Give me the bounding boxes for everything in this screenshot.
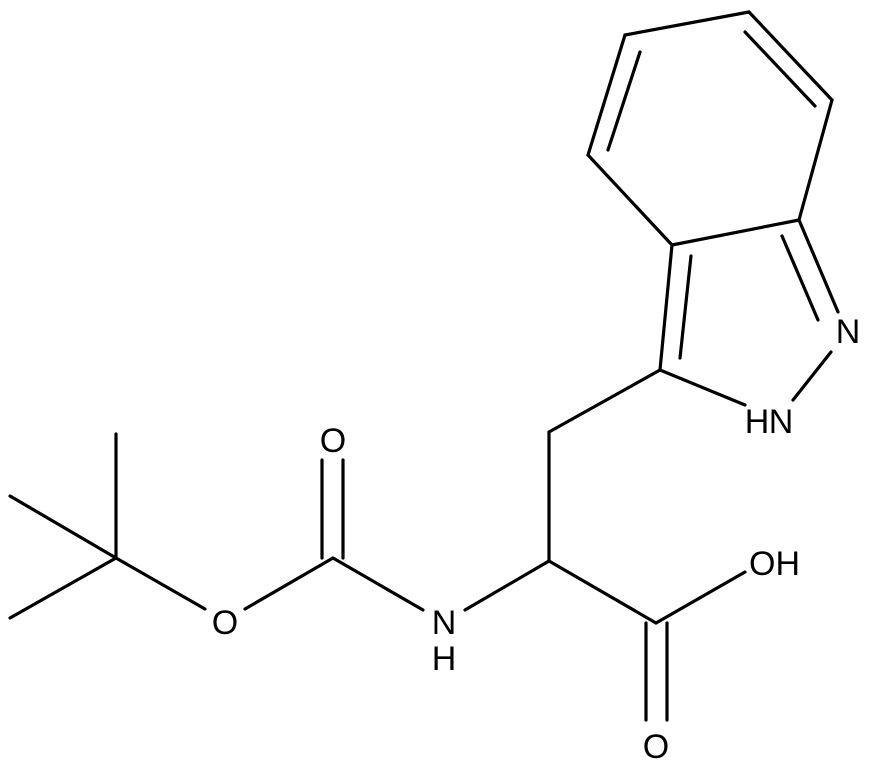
bond-carbonyl-c-to-n bbox=[331, 556, 425, 612]
bond-c5-to-c6 bbox=[623, 10, 751, 37]
bond-nh-to-n bbox=[791, 350, 833, 402]
bond-ester-o-to-carbonyl-c bbox=[243, 556, 335, 611]
bond-acid-c-to-oh bbox=[654, 570, 747, 625]
bond-alpha-c-to-acid-c bbox=[547, 559, 658, 625]
pyrazole-nh-nitrogen-label: N bbox=[769, 403, 794, 441]
bond-ch2-to-c3 bbox=[547, 368, 662, 434]
bond-c6-c7-inner bbox=[743, 30, 817, 108]
bond-c4-to-c5 bbox=[586, 33, 627, 157]
pyrazole-nh-hydrogen-label: H bbox=[745, 403, 770, 441]
bond-tbu-to-ester-o bbox=[114, 556, 207, 611]
bond-tbu-upper-left bbox=[8, 494, 118, 560]
bond-tbu-lower-left bbox=[8, 556, 118, 620]
acid-hydroxyl-label: OH bbox=[749, 545, 800, 583]
bond-n-to-c7a-b bbox=[780, 234, 820, 322]
amide-hydrogen-label: H bbox=[432, 640, 457, 678]
bond-c7-to-c7a bbox=[797, 98, 834, 222]
ester-oxygen-label: O bbox=[212, 604, 238, 642]
bond-c3a-to-c4 bbox=[586, 153, 674, 247]
amide-nitrogen-label: N bbox=[432, 604, 457, 642]
bond-n-to-c7a-a bbox=[797, 218, 840, 314]
bond-c4-c5-inner bbox=[606, 50, 642, 152]
bond-c3-to-nh bbox=[658, 368, 747, 407]
bond-n-to-alpha-c bbox=[463, 559, 551, 612]
acid-oxygen-label: O bbox=[643, 728, 669, 766]
bond-c3a-to-c7a bbox=[670, 218, 801, 247]
bond-c3-c3a-inner bbox=[678, 254, 693, 360]
carbonyl-oxygen-label: O bbox=[320, 422, 346, 460]
bond-c6-to-c7 bbox=[747, 10, 834, 102]
bond-c3-to-c3a bbox=[658, 243, 674, 372]
pyrazole-nitrogen-label: N bbox=[836, 313, 861, 351]
